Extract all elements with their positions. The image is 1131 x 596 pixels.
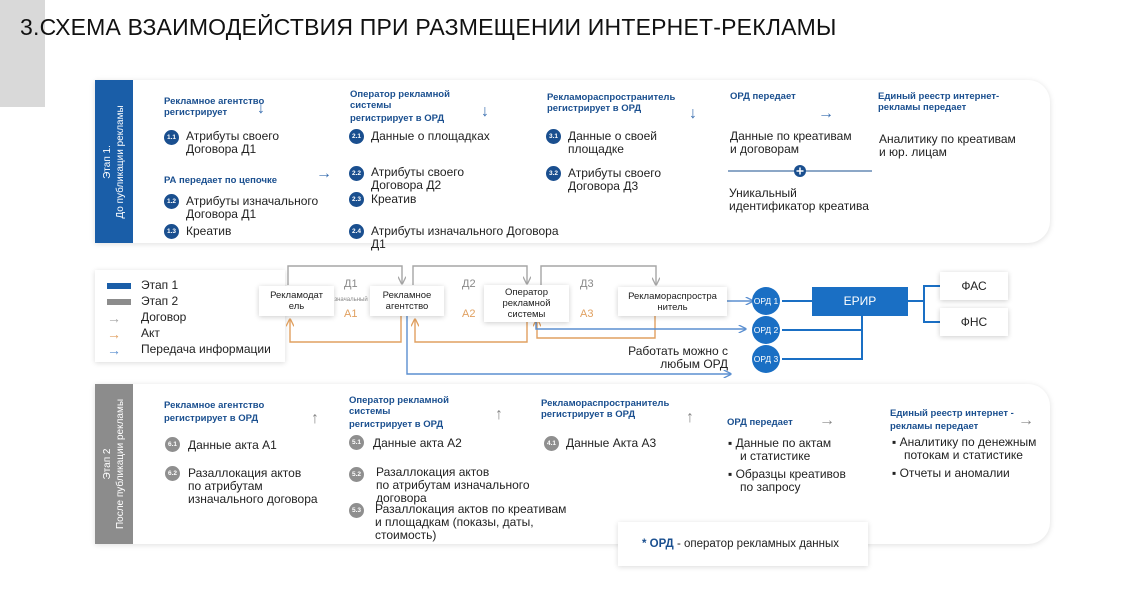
erir-box: ЕРИР bbox=[812, 287, 908, 316]
s1-item-2-3: Креатив bbox=[371, 192, 417, 206]
legend-stage1: Этап 1 bbox=[107, 278, 178, 292]
s2-badge-6-2: 6.2 bbox=[165, 466, 180, 481]
legend-contract: →Договор bbox=[107, 309, 187, 326]
arrow-up-icon: ↑ bbox=[311, 410, 319, 427]
arrow-right-icon: → bbox=[316, 165, 332, 182]
arrow-right-icon: → bbox=[819, 412, 835, 429]
s1-col5-text: Аналитику по креативам и юр. лицам bbox=[879, 132, 1016, 159]
s2-col5-head: Единый реестр интернет - рекламы передае… bbox=[890, 408, 1014, 432]
s1-col1-head: Рекламное агентство регистрирует bbox=[164, 96, 265, 118]
s2-item-6-1: Данные акта А1 bbox=[188, 438, 277, 452]
s2-badge-5-2: 5.2 bbox=[349, 467, 364, 482]
s1-col1-subhead: РА передает по цепочке bbox=[164, 175, 278, 186]
s2-col4-head: ОРД передает bbox=[727, 417, 793, 428]
s1-item-2-4: Атрибуты изначального Договора Д1 bbox=[371, 224, 559, 251]
s1-item-2-2: Атрибуты своего Договора Д2 bbox=[371, 165, 465, 192]
s1-col4-text1: Данные по креативам и договорам bbox=[730, 129, 852, 156]
legend-act: →Акт bbox=[107, 325, 160, 342]
s1-badge-2-2: 2.2 bbox=[349, 166, 364, 181]
s1-badge-1-1: 1.1 bbox=[164, 130, 179, 145]
stage1-panel: Этап 1. До публикации рекламы bbox=[95, 80, 1050, 243]
s1-item-1-3: Креатив bbox=[186, 224, 232, 238]
s2-badge-5-1: 5.1 bbox=[349, 435, 364, 450]
s2-badge-5-3: 5.3 bbox=[349, 503, 364, 518]
s1-badge-2-1: 2.1 bbox=[349, 129, 364, 144]
s1-item-1-1: Атрибуты своего Договора Д1 bbox=[186, 129, 280, 156]
s2-col1-head: Рекламное агентство регистрирует в ОРД bbox=[164, 400, 265, 424]
flow-label-a1: А1 bbox=[344, 308, 358, 320]
s2-item-5-3: Разаллокация актов по креативам и площад… bbox=[375, 502, 567, 542]
stage2-panel: Этап 2 После публикации рекламы bbox=[95, 384, 1050, 544]
s1-item-3-2: Атрибуты своего Договора Д3 bbox=[568, 166, 662, 193]
s2-item-6-2: Разаллокация актов по атрибутам изначаль… bbox=[188, 466, 318, 506]
ord3-circle: ОРД 3 bbox=[752, 345, 780, 373]
arrow-right-icon: → bbox=[107, 325, 121, 342]
plus-icon bbox=[794, 165, 806, 177]
s1-col3-head: Рекламораспространитель регистрирует в О… bbox=[547, 92, 676, 114]
stage2-side-bar: Этап 2 После публикации рекламы bbox=[95, 384, 133, 544]
s1-col5-head: Единый реестр интернет- рекламы передает bbox=[878, 91, 1000, 113]
s1-badge-1-2: 1.2 bbox=[164, 194, 179, 209]
s1-col4-text2: Уникальный идентификатор креатива bbox=[729, 186, 869, 213]
s2-badge-6-1: 6.1 bbox=[165, 437, 180, 452]
flow-label-a3: А3 bbox=[580, 308, 594, 320]
s1-item-2-1: Данные о площадках bbox=[371, 129, 490, 143]
legend-stage2-swatch bbox=[107, 298, 131, 305]
s2-col3-head: Рекламораспространитель регистрирует в О… bbox=[541, 398, 670, 420]
flow-note: Работать можно с любым ОРД bbox=[628, 344, 728, 371]
legend-transfer: →Передача информации bbox=[107, 341, 271, 358]
arrow-down-icon: ↓ bbox=[689, 105, 697, 122]
arrow-right-icon: → bbox=[107, 309, 121, 326]
legend-stage1-swatch bbox=[107, 282, 131, 289]
arrow-down-icon: ↓ bbox=[257, 100, 265, 117]
legend-stage2: Этап 2 bbox=[107, 294, 178, 308]
s2-col5-bullet2: ▪ Отчеты и аномалии bbox=[892, 466, 1010, 480]
s2-col2-head: Оператор рекламной системы регистрирует … bbox=[349, 395, 449, 430]
s2-item-5-2: Разаллокация актов по атрибутам изначаль… bbox=[376, 465, 530, 505]
s1-col4-head: ОРД передает bbox=[730, 91, 796, 102]
s1-badge-3-1: 3.1 bbox=[546, 129, 561, 144]
arrow-right-icon: → bbox=[107, 341, 121, 358]
stage1-side-bar: Этап 1. До публикации рекламы bbox=[95, 80, 133, 243]
s2-col4-bullet2: ▪ Образцы креативов по запросу bbox=[728, 467, 846, 494]
arrow-right-icon: → bbox=[1018, 412, 1034, 429]
arrow-right-icon: → bbox=[818, 105, 834, 122]
corner-gray-block bbox=[0, 0, 45, 107]
legend: Этап 1 Этап 2 →Договор →Акт →Передача ин… bbox=[95, 270, 285, 362]
flow-label-a2: А2 bbox=[462, 308, 476, 320]
flow-label-d2: Д2 bbox=[462, 278, 476, 290]
flow-label-d1: Д1 bbox=[344, 278, 358, 290]
s1-col2-head: Оператор рекламной системы регистрирует … bbox=[350, 89, 450, 124]
arrow-down-icon: ↓ bbox=[481, 103, 489, 120]
s1-item-3-1: Данные о своей площадке bbox=[568, 129, 657, 156]
s2-item-5-1: Данные акта А2 bbox=[373, 436, 462, 450]
fns-box: ФНС bbox=[940, 308, 1008, 336]
flow-label-d3: Д3 bbox=[580, 278, 594, 290]
page-title: 3.СХЕМА ВЗАИМОДЕЙСТВИЯ ПРИ РАЗМЕЩЕНИИ ИН… bbox=[20, 14, 837, 40]
footnote: * ОРД - оператор рекламных данных bbox=[618, 522, 868, 566]
s2-col4-bullet1: ▪ Данные по актам и статистике bbox=[728, 436, 832, 463]
s1-badge-3-2: 3.2 bbox=[546, 166, 561, 181]
flow-label-d1-sub: изначальный bbox=[331, 297, 368, 303]
s1-badge-1-3: 1.3 bbox=[164, 224, 179, 239]
s1-item-1-2: Атрибуты изначального Договора Д1 bbox=[186, 194, 319, 221]
s1-badge-2-4: 2.4 bbox=[349, 224, 364, 239]
s2-col5-bullet1: ▪ Аналитику по денежным потокам и статис… bbox=[892, 435, 1037, 462]
ord2-circle: ОРД 2 bbox=[752, 316, 780, 344]
fas-box: ФАС bbox=[940, 272, 1008, 300]
stage1-side-label: Этап 1. До публикации рекламы bbox=[102, 104, 126, 219]
s2-item-4-1: Данные Акта А3 bbox=[566, 436, 657, 450]
s1-badge-2-3: 2.3 bbox=[349, 192, 364, 207]
ord1-circle: ОРД 1 bbox=[752, 287, 780, 315]
stage2-side-label: Этап 2 После публикации рекламы bbox=[102, 398, 126, 530]
arrow-up-icon: ↑ bbox=[686, 409, 694, 426]
s2-badge-4-1: 4.1 bbox=[544, 436, 559, 451]
arrow-up-icon: ↑ bbox=[495, 406, 503, 423]
